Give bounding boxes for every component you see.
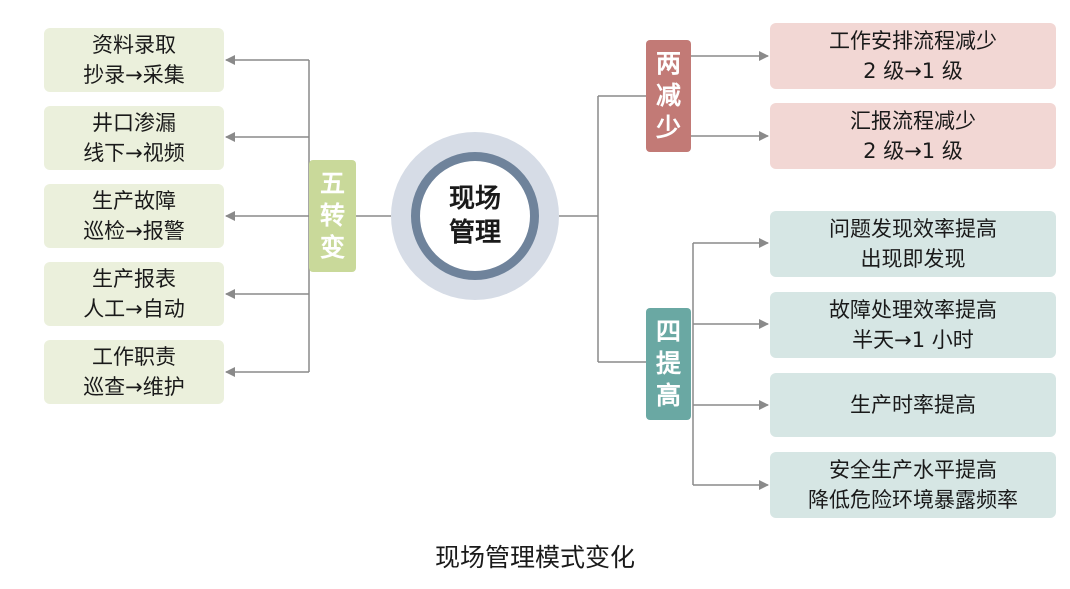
center-node: 现场 管理 bbox=[411, 152, 539, 280]
figure-caption: 现场管理模式变化 bbox=[434, 543, 635, 572]
right-bottom-item-1-line2: 出现即发现 bbox=[860, 247, 966, 271]
left-group-tag: 五 转 变 bbox=[309, 160, 356, 272]
right-bottom-item-3-line1: 生产时率提高 bbox=[850, 393, 976, 417]
right-top-tag-char-2: 减 bbox=[655, 81, 681, 110]
right-bottom-item-2: 故障处理效率提高 半天→1 小时 bbox=[770, 292, 1056, 358]
left-item-3-line2: 巡检→报警 bbox=[83, 219, 185, 243]
right-bottom-item-2-line1: 故障处理效率提高 bbox=[829, 298, 997, 322]
right-top-tag-char-1: 两 bbox=[655, 49, 681, 78]
right-bottom-item-3: 生产时率提高 bbox=[770, 373, 1056, 437]
left-item-3-line1: 生产故障 bbox=[92, 189, 176, 213]
right-top-item-1: 工作安排流程减少 2 级→1 级 bbox=[770, 23, 1056, 89]
right-bottom-group-tag: 四 提 高 bbox=[646, 308, 691, 420]
left-item-1-line2: 抄录→采集 bbox=[83, 63, 185, 87]
left-tag-char-2: 转 bbox=[319, 201, 345, 230]
left-item-4-line2: 人工→自动 bbox=[83, 297, 185, 321]
right-top-item-2: 汇报流程减少 2 级→1 级 bbox=[770, 103, 1056, 169]
right-bottom-tag-char-1: 四 bbox=[655, 317, 681, 346]
right-top-item-1-line2: 2 级→1 级 bbox=[863, 59, 963, 83]
left-item-5-line1: 工作职责 bbox=[92, 345, 176, 369]
right-bottom-tag-char-3: 高 bbox=[655, 381, 681, 410]
center-node-line1: 现场 bbox=[448, 184, 501, 214]
left-item-5-line2: 巡查→维护 bbox=[83, 375, 185, 399]
left-item-4: 生产报表 人工→自动 bbox=[44, 262, 224, 326]
right-bottom-tag-char-2: 提 bbox=[655, 349, 681, 378]
left-item-1-line1: 资料录取 bbox=[92, 33, 176, 57]
right-top-tag-char-3: 少 bbox=[655, 113, 681, 142]
right-bottom-item-4: 安全生产水平提高 降低危险环境暴露频率 bbox=[770, 452, 1056, 518]
right-bottom-item-1-line1: 问题发现效率提高 bbox=[829, 217, 997, 241]
left-item-1: 资料录取 抄录→采集 bbox=[44, 28, 224, 92]
left-item-5: 工作职责 巡查→维护 bbox=[44, 340, 224, 404]
left-item-4-line1: 生产报表 bbox=[92, 267, 176, 291]
right-top-group-tag: 两 减 少 bbox=[646, 40, 691, 152]
left-item-2: 井口渗漏 线下→视频 bbox=[44, 106, 224, 170]
right-bottom-item-4-line1: 安全生产水平提高 bbox=[829, 458, 997, 482]
left-item-2-line1: 井口渗漏 bbox=[92, 111, 176, 135]
right-top-item-2-line2: 2 级→1 级 bbox=[863, 139, 963, 163]
right-top-item-2-line1: 汇报流程减少 bbox=[850, 109, 976, 133]
right-top-item-1-line1: 工作安排流程减少 bbox=[829, 29, 997, 53]
left-item-2-line2: 线下→视频 bbox=[83, 141, 185, 165]
right-bottom-item-4-line2: 降低危险环境暴露频率 bbox=[808, 488, 1018, 512]
left-item-3: 生产故障 巡检→报警 bbox=[44, 184, 224, 248]
left-tag-char-1: 五 bbox=[319, 169, 345, 198]
center-node-line2: 管理 bbox=[448, 218, 501, 248]
right-bottom-item-1: 问题发现效率提高 出现即发现 bbox=[770, 211, 1056, 277]
left-tag-char-3: 变 bbox=[319, 233, 345, 262]
right-bottom-item-2-line2: 半天→1 小时 bbox=[852, 328, 974, 352]
